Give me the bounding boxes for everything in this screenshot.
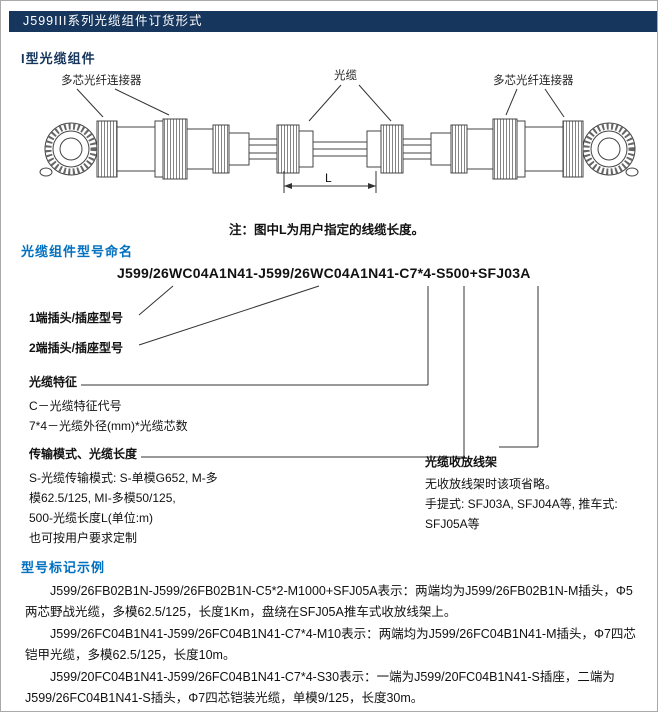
reel-detail-2: 手提式: SFJ03A, SFJ04A等, 推车式: xyxy=(425,497,618,511)
cable-assembly-drawing: L xyxy=(39,84,639,193)
example-paragraph-2: J599/26FC04B1N41-J599/26FC04B1N41-C7*4-M… xyxy=(25,627,636,662)
reel-detail-3: SFJ05A等 xyxy=(425,517,480,531)
callout-cable-feature-label: 光缆特征 xyxy=(29,375,78,389)
dimension-arrow-left xyxy=(284,183,292,189)
callout-lines xyxy=(81,285,539,458)
leader-lines xyxy=(76,84,565,122)
example-paragraph-3: J599/20FC04B1N41-J599/26FC04B1N41-C7*4-S… xyxy=(25,670,615,705)
callout-reel-label: 光缆收放线架 xyxy=(425,455,498,469)
section-type1-title: I型光缆组件 xyxy=(21,51,96,66)
middle-cable-shape xyxy=(248,124,432,174)
example-paragraphs: J599/26FB02B1N-J599/26FB02B1N-C5*2-M1000… xyxy=(25,581,641,710)
dimension-label: L xyxy=(325,171,332,185)
transmission-detail-3: 500-光缆长度L(单位:m) xyxy=(29,511,154,525)
example-paragraph-1: J599/26FB02B1N-J599/26FB02B1N-C5*2-M1000… xyxy=(25,584,633,619)
reel-detail-1: 无收放线架时该项省略。 xyxy=(425,477,558,491)
diagram-label-left-connector: 多芯光纤连接器 xyxy=(61,75,142,87)
callout-transmission-label: 传输模式、光缆长度 xyxy=(29,447,138,461)
callout-end2-label: 2端插头/插座型号 xyxy=(29,341,124,355)
section-examples-title: 型号标记示例 xyxy=(21,560,106,575)
cable-feature-detail-2: 7*4－光缆外径(mm)*光缆芯数 xyxy=(29,419,188,433)
part-number: J599/26WC04A1N41-J599/26WC04A1N41-C7*4-S… xyxy=(117,265,531,281)
left-connector-shape xyxy=(39,118,250,180)
transmission-detail-1: S-光缆传输模式: S-单模G652, M-多 xyxy=(29,471,218,485)
transmission-detail-4: 也可按用户要求定制 xyxy=(29,531,138,545)
cable-feature-detail-1: C－光缆特征代号 xyxy=(29,399,122,413)
right-connector-shape xyxy=(430,118,639,180)
diagram-label-right-connector: 多芯光纤连接器 xyxy=(493,75,574,87)
section-naming-title: 光缆组件型号命名 xyxy=(21,244,134,259)
page-header-bar: J599III系列光缆组件订货形式 xyxy=(9,11,657,32)
dimension-lines xyxy=(283,171,377,193)
transmission-detail-2: 模62.5/125, MI-多模50/125, xyxy=(29,491,176,505)
diagram-note: 注：图中L为用户指定的线缆长度。 xyxy=(229,223,425,237)
page-title: J599III系列光缆组件订货形式 xyxy=(23,14,203,28)
callout-end1-label: 1端插头/插座型号 xyxy=(29,311,124,325)
diagram-label-cable: 光缆 xyxy=(334,70,357,82)
dimension-arrow-right xyxy=(368,183,376,189)
